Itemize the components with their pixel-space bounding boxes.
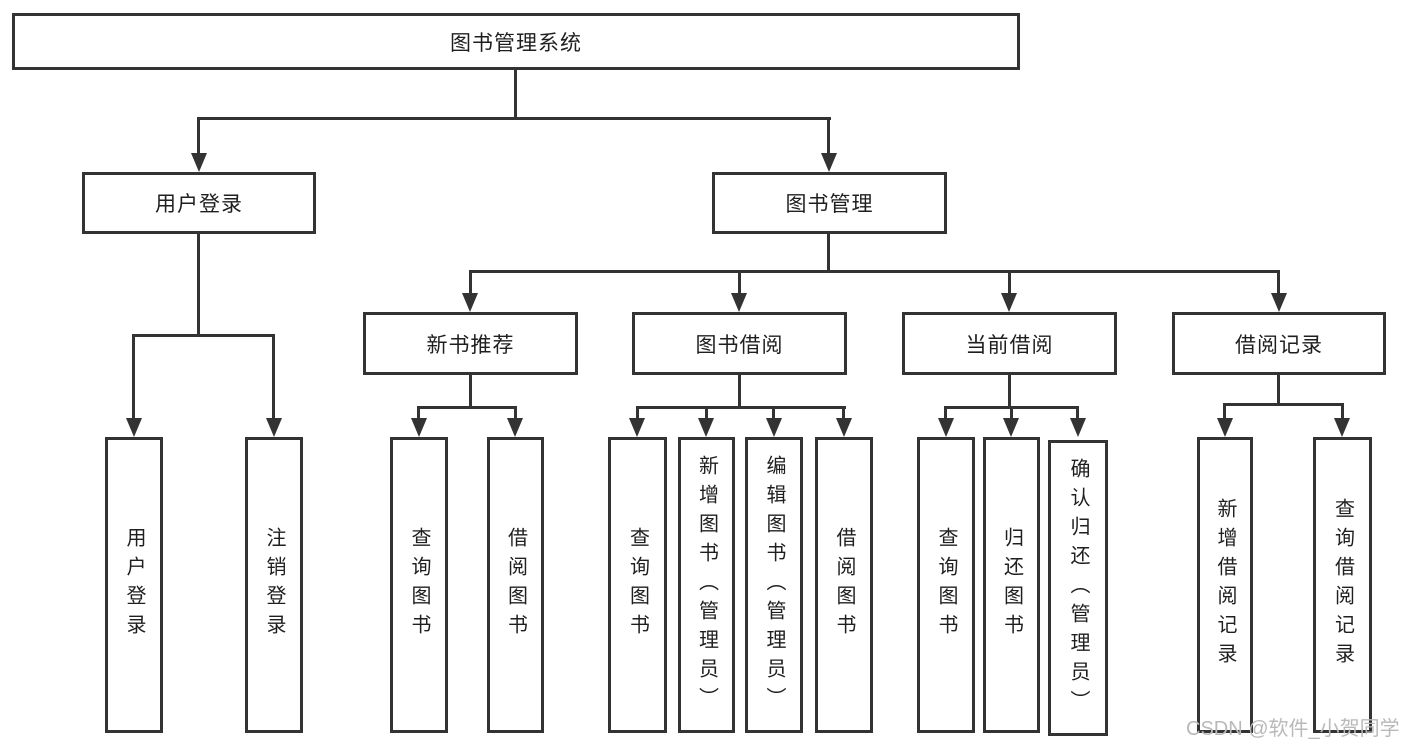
node-book-management-label: 图书管理 [785, 193, 874, 216]
node-library-system: 图书管理系统 [12, 13, 1020, 70]
leaf-borrow-books-recommend-label: 借阅图书 [504, 527, 527, 643]
arrow-down-icon [507, 418, 523, 437]
connector-line [514, 70, 517, 119]
node-current-borrow: 当前借阅 [902, 312, 1117, 375]
connector-line [1223, 403, 1226, 419]
leaf-borrow-books-recommend: 借阅图书 [487, 437, 544, 733]
connector-line [1277, 375, 1280, 406]
connector-line [738, 375, 741, 409]
leaf-borrow-books: 借阅图书 [815, 437, 873, 733]
node-new-book-recommend-label: 新书推荐 [426, 333, 515, 357]
connector-line [636, 406, 639, 419]
leaf-logout-label: 注销登录 [263, 527, 285, 643]
connector-line [469, 375, 472, 409]
connector-line [705, 406, 708, 419]
connector-line [738, 270, 741, 294]
leaf-add-borrow-record: 新增借阅记录 [1197, 437, 1253, 733]
connector-line [1277, 270, 1280, 294]
arrow-down-icon [1070, 418, 1086, 437]
connector-line [1341, 403, 1344, 419]
leaf-edit-book-admin: 编辑图书（管理员） [745, 437, 803, 733]
node-book-management: 图书管理 [712, 172, 947, 234]
node-book-borrow: 图书借阅 [632, 312, 847, 375]
arrow-down-icon [1271, 293, 1287, 312]
connector-line [417, 406, 420, 419]
connector-line [132, 334, 275, 337]
arrow-down-icon [766, 418, 782, 437]
arrow-down-icon [191, 153, 207, 172]
leaf-add-book-admin-label: 新增图书（管理员） [695, 454, 718, 716]
leaf-borrow-books-label: 借阅图书 [833, 527, 855, 643]
connector-line [827, 234, 830, 273]
node-user-login: 用户登录 [82, 172, 316, 234]
arrow-down-icon [1217, 418, 1233, 437]
connector-line [197, 117, 831, 120]
connector-line [1223, 403, 1344, 406]
connector-line [197, 117, 200, 154]
node-book-borrow-label: 图书借阅 [695, 333, 784, 357]
arrow-down-icon [411, 418, 427, 437]
arrow-down-icon [1001, 293, 1017, 312]
arrow-down-icon [1334, 418, 1350, 437]
connector-line [132, 334, 135, 418]
leaf-confirm-return-admin-label: 确认归还（管理员） [1067, 457, 1089, 719]
leaf-query-books-recommend-label: 查询图书 [408, 527, 430, 643]
arrow-down-icon [731, 293, 747, 312]
leaf-edit-book-admin-label: 编辑图书（管理员） [763, 454, 785, 716]
leaf-return-book-label: 归还图书 [1000, 527, 1023, 643]
leaf-user-login: 用户登录 [105, 437, 163, 733]
leaf-add-borrow-record-label: 新增借阅记录 [1214, 498, 1236, 672]
connector-line [514, 406, 517, 419]
leaf-query-books-current-label: 查询图书 [935, 527, 957, 643]
node-borrow-records-label: 借阅记录 [1235, 333, 1323, 357]
leaf-query-books-borrow: 查询图书 [608, 437, 667, 733]
arrow-down-icon [126, 418, 142, 437]
connector-line [272, 334, 275, 418]
connector-line [197, 234, 200, 337]
leaf-user-login-label: 用户登录 [123, 527, 145, 643]
leaf-query-borrow-record-label: 查询借阅记录 [1331, 498, 1354, 672]
connector-line [944, 406, 947, 419]
connector-line [417, 406, 517, 409]
connector-line [1008, 375, 1011, 409]
leaf-query-books-recommend: 查询图书 [390, 437, 448, 733]
arrow-down-icon [821, 153, 837, 172]
connector-line [772, 406, 775, 419]
connector-line [469, 270, 472, 294]
connector-line [1008, 270, 1011, 294]
node-borrow-records: 借阅记录 [1172, 312, 1386, 375]
connector-line [1076, 406, 1079, 419]
arrow-down-icon [938, 418, 954, 437]
leaf-logout: 注销登录 [245, 437, 303, 733]
arrow-down-icon [836, 418, 852, 437]
connector-line [827, 117, 830, 154]
node-library-system-label: 图书管理系统 [450, 31, 582, 55]
connector-line [842, 406, 845, 419]
connector-line [1010, 406, 1013, 419]
leaf-add-book-admin: 新增图书（管理员） [678, 437, 735, 733]
arrow-down-icon [629, 418, 645, 437]
leaf-query-books-borrow-label: 查询图书 [626, 527, 649, 643]
leaf-confirm-return-admin: 确认归还（管理员） [1048, 440, 1108, 736]
node-user-login-label: 用户登录 [155, 193, 243, 216]
leaf-query-borrow-record: 查询借阅记录 [1313, 437, 1372, 733]
node-new-book-recommend: 新书推荐 [363, 312, 578, 375]
leaf-query-books-current: 查询图书 [917, 437, 975, 733]
connector-line [469, 270, 1280, 273]
watermark: CSDN @软件_小贺同学 [1186, 718, 1400, 740]
node-current-borrow-label: 当前借阅 [965, 333, 1054, 357]
arrow-down-icon [266, 418, 282, 437]
leaf-return-book: 归还图书 [983, 437, 1040, 733]
arrow-down-icon [462, 293, 478, 312]
arrow-down-icon [698, 418, 714, 437]
connector-line [636, 406, 846, 409]
arrow-down-icon [1003, 418, 1019, 437]
